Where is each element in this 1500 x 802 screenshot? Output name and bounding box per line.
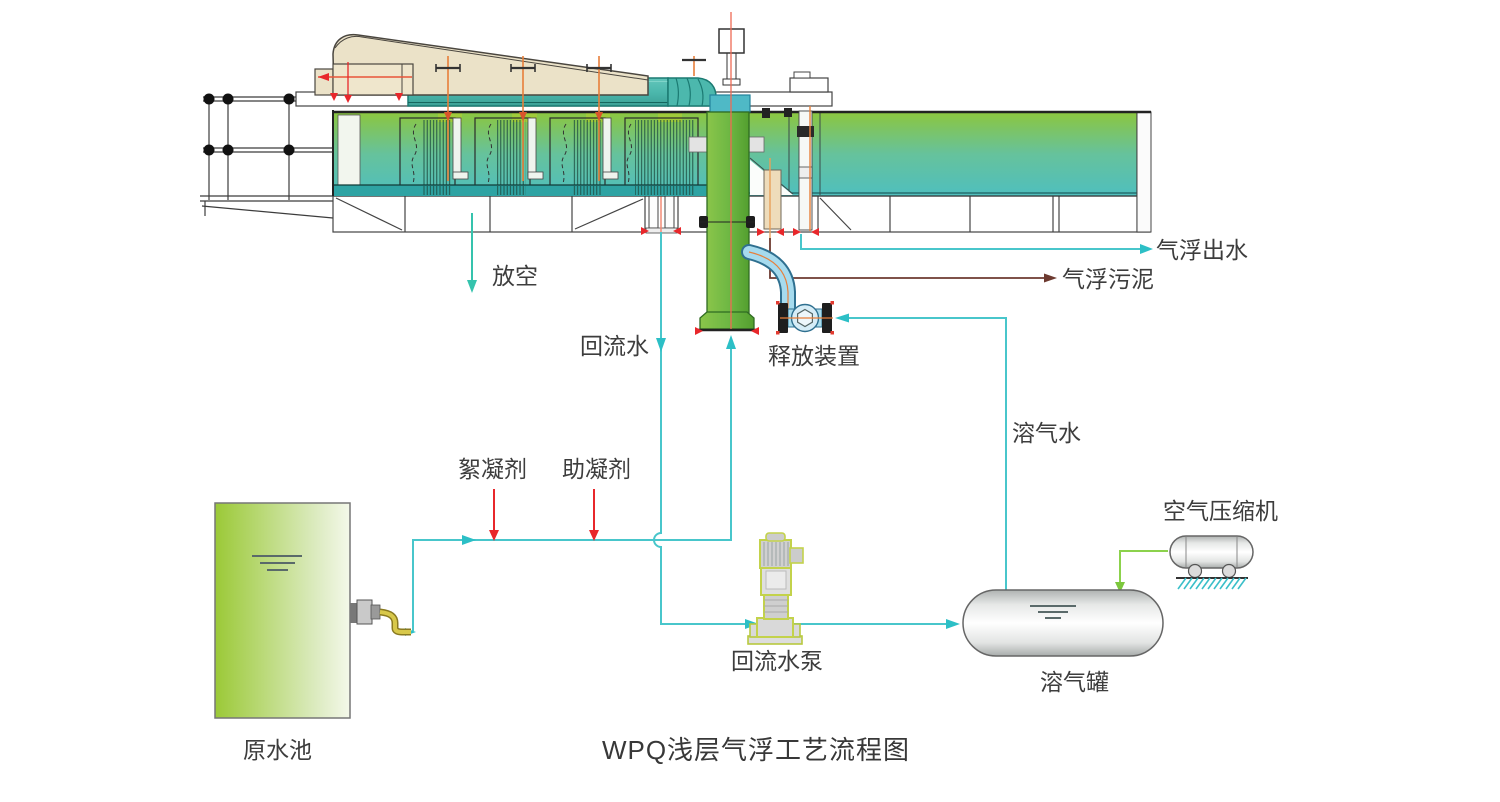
rotary-joint xyxy=(709,94,751,113)
label-release-device: 释放装置 xyxy=(768,343,860,369)
label-return-water-pump: 回流水泵 xyxy=(731,648,823,674)
vessel-water-level-icon xyxy=(1030,605,1076,619)
water-level-icon xyxy=(252,555,302,571)
compressor-wheel-icon xyxy=(1221,563,1237,579)
tank-outlet-fitting xyxy=(350,599,411,636)
ground-hatch-icon xyxy=(1177,577,1247,590)
center-column-assembly xyxy=(688,12,765,335)
flocculant-arrow xyxy=(489,489,499,541)
label-coagulant-aid: 助凝剂 xyxy=(562,456,631,482)
air-compressor xyxy=(1169,535,1254,590)
drum-bellows xyxy=(667,77,717,107)
coagulant-aid-arrow xyxy=(589,489,599,541)
dissolved-air-water-line xyxy=(835,313,1007,592)
effluent-arrow-icon xyxy=(1140,244,1153,254)
label-return-water: 回流水 xyxy=(580,333,649,359)
label-raw-water-tank: 原水池 xyxy=(243,737,312,763)
label-air-compressor: 空气压缩机 xyxy=(1163,498,1278,524)
pipelines xyxy=(405,213,1168,636)
hood-red-lines xyxy=(318,62,412,103)
drain-arrow-icon xyxy=(467,280,477,293)
lamella-plate-packs xyxy=(399,117,699,193)
sludge-arrow-icon xyxy=(1044,273,1057,283)
tank-right-wall xyxy=(1136,111,1152,233)
drain-line xyxy=(467,213,477,293)
diagram-title: WPQ浅层气浮工艺流程图 xyxy=(602,735,910,765)
label-flocculant: 絮凝剂 xyxy=(458,456,527,482)
raw-water-line xyxy=(405,335,736,636)
label-drain: 放空 xyxy=(492,263,538,289)
frame-node-dots xyxy=(203,93,295,156)
raw-water-tank xyxy=(214,502,411,719)
collection-duct xyxy=(333,185,745,196)
air-line xyxy=(1115,550,1168,593)
sludge-chute xyxy=(763,169,782,230)
return-water-pump xyxy=(747,532,804,645)
dissolved-air-tank xyxy=(962,589,1164,657)
inlet-chamber xyxy=(337,114,361,194)
outlet-elbow-pipe xyxy=(379,610,411,634)
scraper-hood xyxy=(314,33,649,96)
scraper-struts xyxy=(435,56,706,181)
labels: 放空 回流水 释放装置 溶气水 气浮出水 气浮污泥 絮凝剂 助凝剂 原水池 回流… xyxy=(243,237,1278,765)
label-dissolved-air-water: 溶气水 xyxy=(1012,420,1081,446)
left-support-frame xyxy=(200,93,378,219)
return-water-line xyxy=(653,232,960,629)
tank-top-assembly xyxy=(295,33,833,181)
flotation-unit xyxy=(200,12,1152,335)
label-dissolved-air-tank: 溶气罐 xyxy=(1040,669,1109,695)
center-column xyxy=(706,111,750,319)
air-arrow-icon xyxy=(1115,582,1125,593)
outlet-assembly xyxy=(757,106,819,240)
release-device xyxy=(741,244,834,335)
label-sludge: 气浮污泥 xyxy=(1062,266,1154,292)
compressor-wheel-icon xyxy=(1187,563,1203,579)
sludge-line xyxy=(769,238,1057,283)
label-effluent: 气浮出水 xyxy=(1156,237,1248,263)
effluent-line xyxy=(800,234,1153,254)
beam-end-box xyxy=(789,77,829,93)
